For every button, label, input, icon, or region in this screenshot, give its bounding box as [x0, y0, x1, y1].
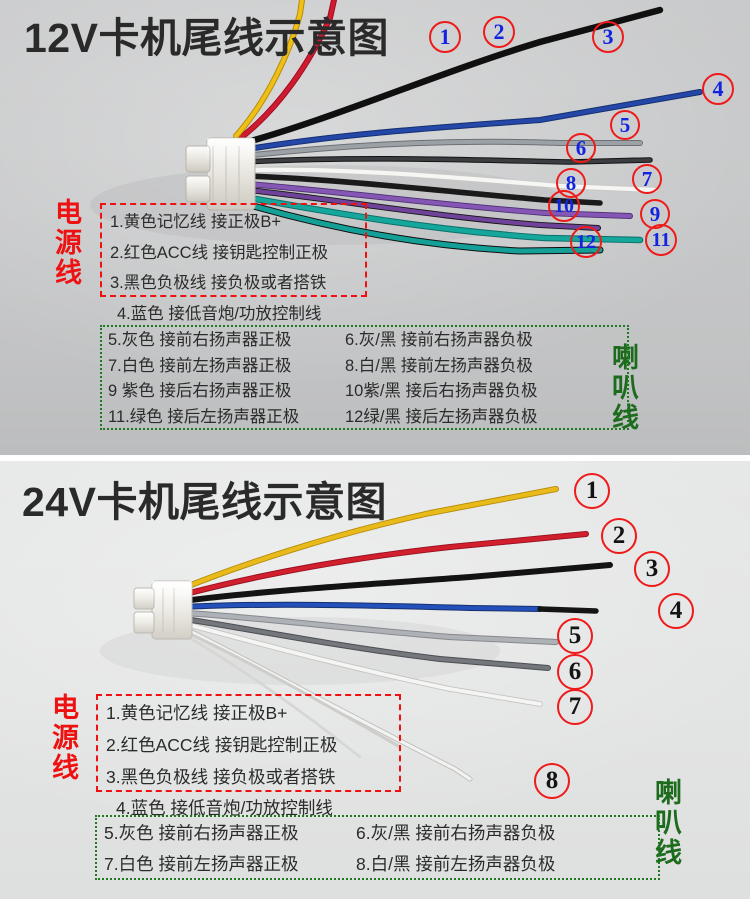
legend-line: 3.黑色负极线 接负极或者搭铁	[106, 767, 336, 787]
power-group-label-24v: 电 源 线	[52, 693, 79, 783]
legend-line: 2.红色ACC线 接钥匙控制正极	[110, 243, 329, 262]
legend-cell: 7.白色 接前左扬声器正极	[108, 356, 292, 375]
callout-marker-3: 3	[634, 551, 670, 587]
blue-wire-legend-12v: 4.蓝色 接低音炮/功放控制线	[117, 305, 322, 323]
speaker-legend-lines-12v: 5.灰色 接前右扬声器正极 6.灰/黑 接前右扬声器负极 7.白色 接前左扬声器正…	[108, 328, 538, 430]
legend-cell: 11.绿色 接后左扬声器正极	[108, 407, 300, 426]
legend-cell: 5.灰色 接前右扬声器正极	[104, 823, 299, 843]
legend-cell: 9 紫色 接后右扬声器正极	[108, 382, 292, 400]
power-group-label-12v: 电 源 线	[55, 198, 82, 288]
callout-marker-8: 8	[534, 763, 570, 799]
legend-cell: 10紫/黑 接后右扬声器负极	[345, 382, 538, 400]
panel-24v: 24V卡机尾线示意图 电 源 线 1.黄色记忆线 接正极B+ 2.红色ACC线 …	[0, 461, 750, 899]
legend-cell: 8.白/黑 接前左扬声器负极	[345, 356, 533, 375]
callout-marker-7: 7	[557, 689, 593, 725]
speaker-group-label-12v: 喇 叭 线	[612, 343, 639, 433]
legend-cell: 5.灰色 接前右扬声器正极	[108, 331, 292, 349]
connector-12v	[185, 137, 256, 211]
legend-row: 11.绿色 接后左扬声器正极 12绿/黑 接后左扬声器负极	[108, 405, 538, 431]
legend-line: 2.红色ACC线 接钥匙控制正极	[106, 735, 338, 755]
legend-row: 7.白色 接前左扬声器正极 8.白/黑 接前左扬声器负极	[108, 354, 538, 380]
callout-marker-5: 5	[557, 618, 593, 654]
panel-title-12v: 12V卡机尾线示意图	[24, 15, 389, 61]
callout-marker-6: 6	[566, 133, 596, 163]
callout-marker-5: 5	[610, 110, 640, 140]
callout-marker-2: 2	[601, 518, 637, 554]
power-legend-box-24v	[96, 694, 401, 792]
legend-line: 3.黑色负极线 接负极或者搭铁	[110, 274, 327, 292]
blue-wire-legend-24v: 4.蓝色 接低音炮/功放控制线	[116, 798, 333, 818]
callout-marker-10: 10	[548, 190, 580, 222]
legend-line: 1.黄色记忆线 接正极B+	[110, 213, 281, 231]
legend-line: 1.黄色记忆线 接正极B+	[106, 703, 288, 723]
legend-row: 5.灰色 接前右扬声器正极 6.灰/黑 接前右扬声器负极	[108, 328, 538, 354]
callout-marker-7: 7	[632, 164, 662, 194]
legend-cell: 8.白/黑 接前左扬声器负极	[356, 854, 556, 874]
callout-marker-2: 2	[483, 16, 515, 48]
callout-marker-1: 1	[574, 473, 610, 509]
panel-12v: 12V卡机尾线示意图 电 源 线 1.黄色记忆线 接正极B+ 2.红色ACC线 …	[0, 0, 750, 455]
callout-marker-1: 1	[429, 21, 461, 53]
speaker-group-label-24v: 喇 叭 线	[655, 778, 682, 868]
legend-cell: 12绿/黑 接后左扬声器负极	[345, 407, 538, 426]
legend-row: 7.白色 接前左扬声器正极 8.白/黑 接前左扬声器负极	[104, 849, 555, 880]
speaker-legend-box-24v	[95, 815, 660, 880]
callout-marker-4: 4	[658, 593, 694, 629]
callout-marker-3: 3	[592, 21, 624, 53]
speaker-legend-lines-24v: 5.灰色 接前右扬声器正极 6.灰/黑 接前右扬声器负极 7.白色 接前左扬声器正…	[104, 818, 555, 880]
panel-divider	[0, 455, 750, 461]
legend-cell: 6.灰/黑 接前右扬声器负极	[356, 823, 556, 843]
speaker-legend-box-12v	[100, 325, 629, 430]
legend-cell: 7.白色 接前左扬声器正极	[104, 854, 299, 874]
power-legend-lines-12v: 1.黄色记忆线 接正极B+ 2.红色ACC线 接钥匙控制正极 3.黑色负极线 接…	[110, 207, 328, 299]
connector-24v	[133, 580, 193, 640]
callout-marker-11: 11	[645, 224, 677, 256]
power-legend-box-12v	[100, 203, 367, 297]
harness-photo-24v	[100, 486, 613, 782]
callout-marker-6: 6	[557, 654, 593, 690]
callout-marker-12: 12	[570, 226, 602, 258]
legend-row: 5.灰色 接前右扬声器正极 6.灰/黑 接前右扬声器负极	[104, 818, 555, 849]
callout-marker-4: 4	[702, 73, 734, 105]
legend-row: 9 紫色 接后右扬声器正极 10紫/黑 接后右扬声器负极	[108, 379, 538, 405]
legend-cell: 6.灰/黑 接前右扬声器负极	[345, 331, 533, 349]
panel-title-24v: 24V卡机尾线示意图	[22, 479, 387, 525]
harness-photo-12v	[90, 0, 703, 255]
power-legend-lines-24v: 1.黄色记忆线 接正极B+ 2.红色ACC线 接钥匙控制正极 3.黑色负极线 接…	[106, 697, 337, 793]
